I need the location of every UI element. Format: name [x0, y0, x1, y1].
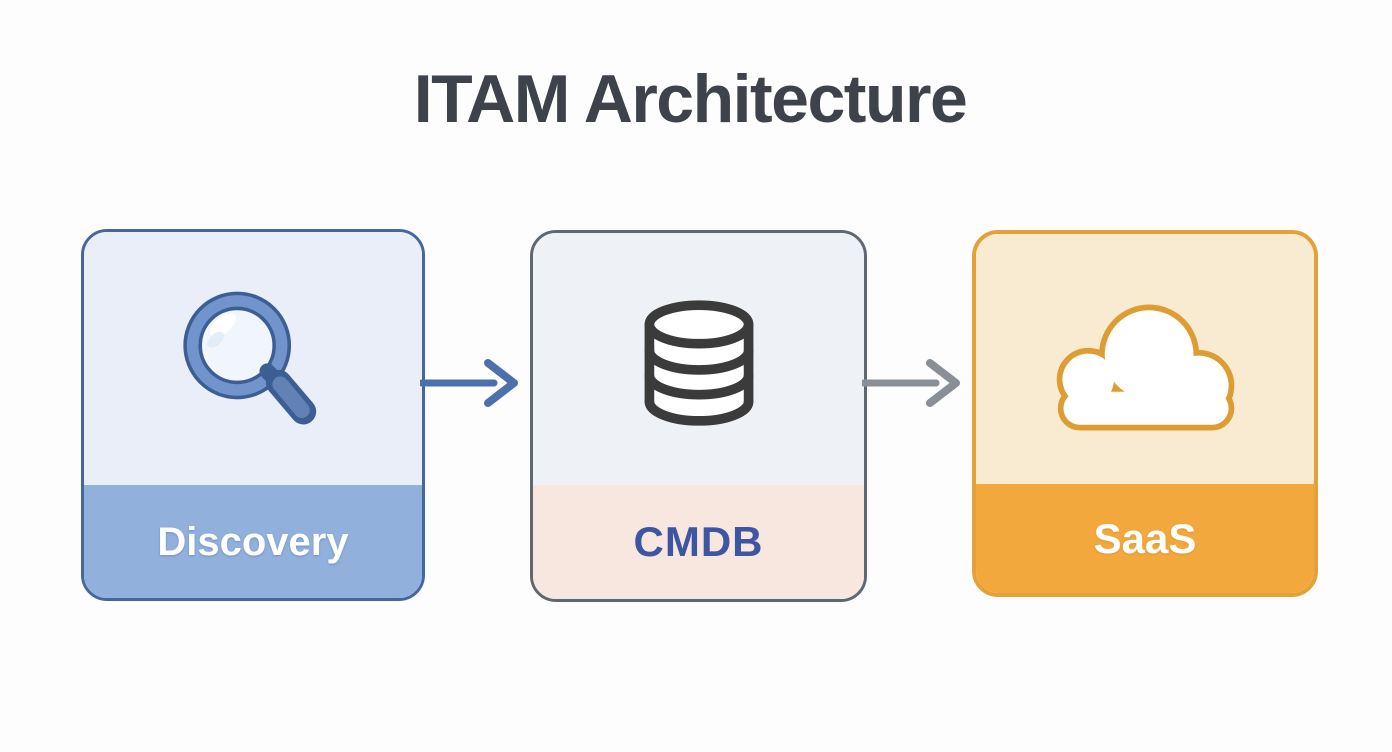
node-saas-band: SaaS [976, 484, 1314, 593]
node-cmdb-label: CMDB [633, 518, 764, 565]
magnifier-icon [183, 291, 317, 424]
node-saas: SaaS [972, 230, 1318, 597]
node-saas-label: SaaS [1093, 514, 1197, 562]
node-discovery: Discovery [81, 229, 425, 601]
node-discovery-body [84, 232, 422, 485]
node-cmdb-band: CMDB [533, 485, 864, 599]
node-cmdb-body [533, 233, 864, 485]
node-discovery-label: Discovery [157, 519, 349, 564]
database-icon [644, 300, 753, 426]
diagram-title: ITAM Architecture [413, 61, 968, 137]
arrow-discovery-to-cmdb [420, 359, 518, 407]
node-saas-body [976, 234, 1314, 484]
arrow-cmdb-to-saas [862, 359, 960, 407]
cloud-icon [1056, 304, 1235, 431]
node-discovery-band: Discovery [84, 485, 422, 598]
node-cmdb: CMDB [530, 230, 867, 602]
